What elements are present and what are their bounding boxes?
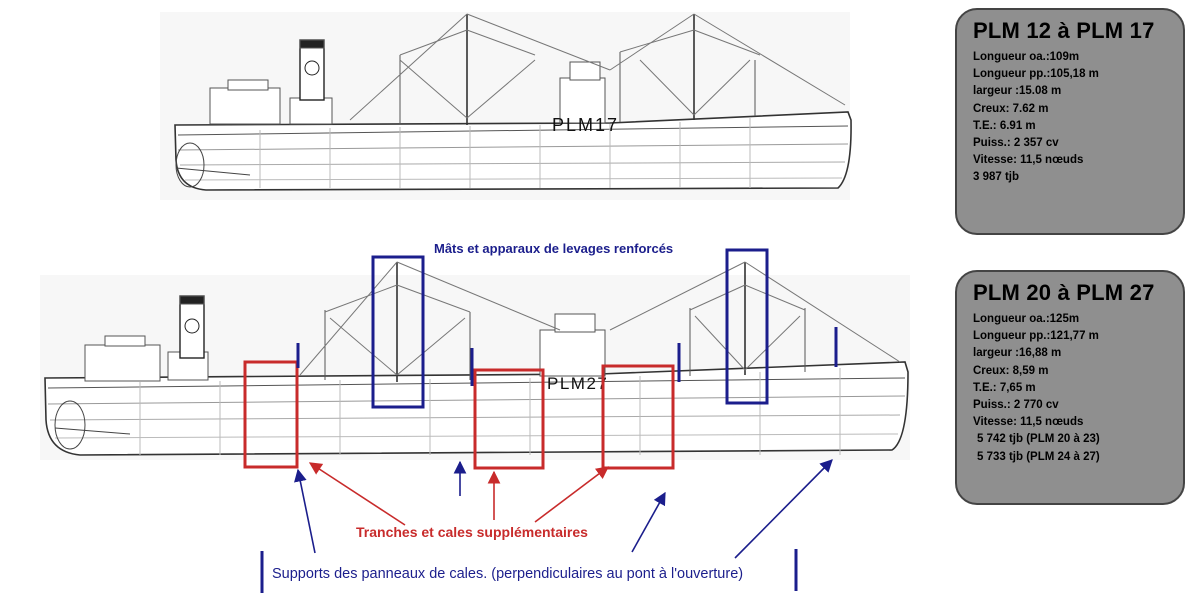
top-ship: [160, 12, 852, 200]
top-hull-label: PLM17: [552, 115, 619, 135]
spec-depth: Creux: 8,59 m: [973, 364, 1049, 377]
spec-speed: Vitesse: 11,5 nœuds: [973, 416, 1084, 429]
extra-hold-boxes: [243, 360, 675, 470]
spec-title: PLM 20 à PLM 27: [973, 280, 1155, 305]
spec-box-plm20-27: PLM 20 à PLM 27 Longueur oa.:125m Longue…: [955, 270, 1185, 505]
reinforced-mast-boxes: [371, 248, 769, 409]
spec-depth: Creux: 7.62 m: [973, 102, 1049, 115]
mast-box-1: [371, 255, 425, 409]
red-arrows: [308, 462, 610, 526]
spec-length-pp: Longueur pp.:121,77 m: [973, 330, 1099, 343]
spec-tonnage-2: 5 733 tjb (PLM 24 à 27): [977, 450, 1100, 463]
top-hull: [174, 111, 852, 191]
hold-box-1: [243, 360, 299, 469]
spec-box-plm12-17: PLM 12 à PLM 17 Longueur oa.:109m Longue…: [955, 8, 1185, 235]
spec-length-oa: Longueur oa.:109m: [973, 51, 1080, 63]
hatch-support-markers: [296, 327, 838, 386]
spec-length-oa: Longueur oa.:125m: [973, 313, 1080, 325]
spec-tonnage-1: 5 742 tjb (PLM 20 à 23): [977, 433, 1100, 446]
spec-speed: Vitesse: 11,5 nœuds: [973, 154, 1084, 167]
supports-annotation: Supports des panneaux de cales. (perpend…: [272, 566, 744, 582]
spec-beam: largeur :15.08 m: [973, 85, 1062, 98]
spec-draught: T.E.: 6.91 m: [973, 119, 1036, 132]
holds-annotation: Tranches et cales supplémentaires: [356, 524, 588, 540]
spec-title: PLM 12 à PLM 17: [973, 18, 1155, 43]
hold-box-2: [473, 368, 545, 470]
bottom-note-brackets: [260, 549, 798, 593]
spec-power: Puiss.: 2 357 cv: [973, 137, 1059, 150]
spec-power: Puiss.: 2 770 cv: [973, 399, 1059, 412]
masts-annotation: Mâts et apparaux de levages renforcés: [434, 241, 674, 256]
hold-box-3: [601, 364, 675, 470]
blue-arrows: [294, 459, 833, 559]
bottom-hull-label: PLM27: [547, 374, 608, 393]
spec-draught: T.E.: 7,65 m: [973, 381, 1036, 394]
spec-length-pp: Longueur pp.:105,18 m: [973, 68, 1099, 81]
spec-beam: largeur :16,88 m: [973, 347, 1062, 360]
spec-tonnage: 3 987 tjb: [973, 171, 1020, 184]
mast-box-2: [725, 248, 769, 405]
